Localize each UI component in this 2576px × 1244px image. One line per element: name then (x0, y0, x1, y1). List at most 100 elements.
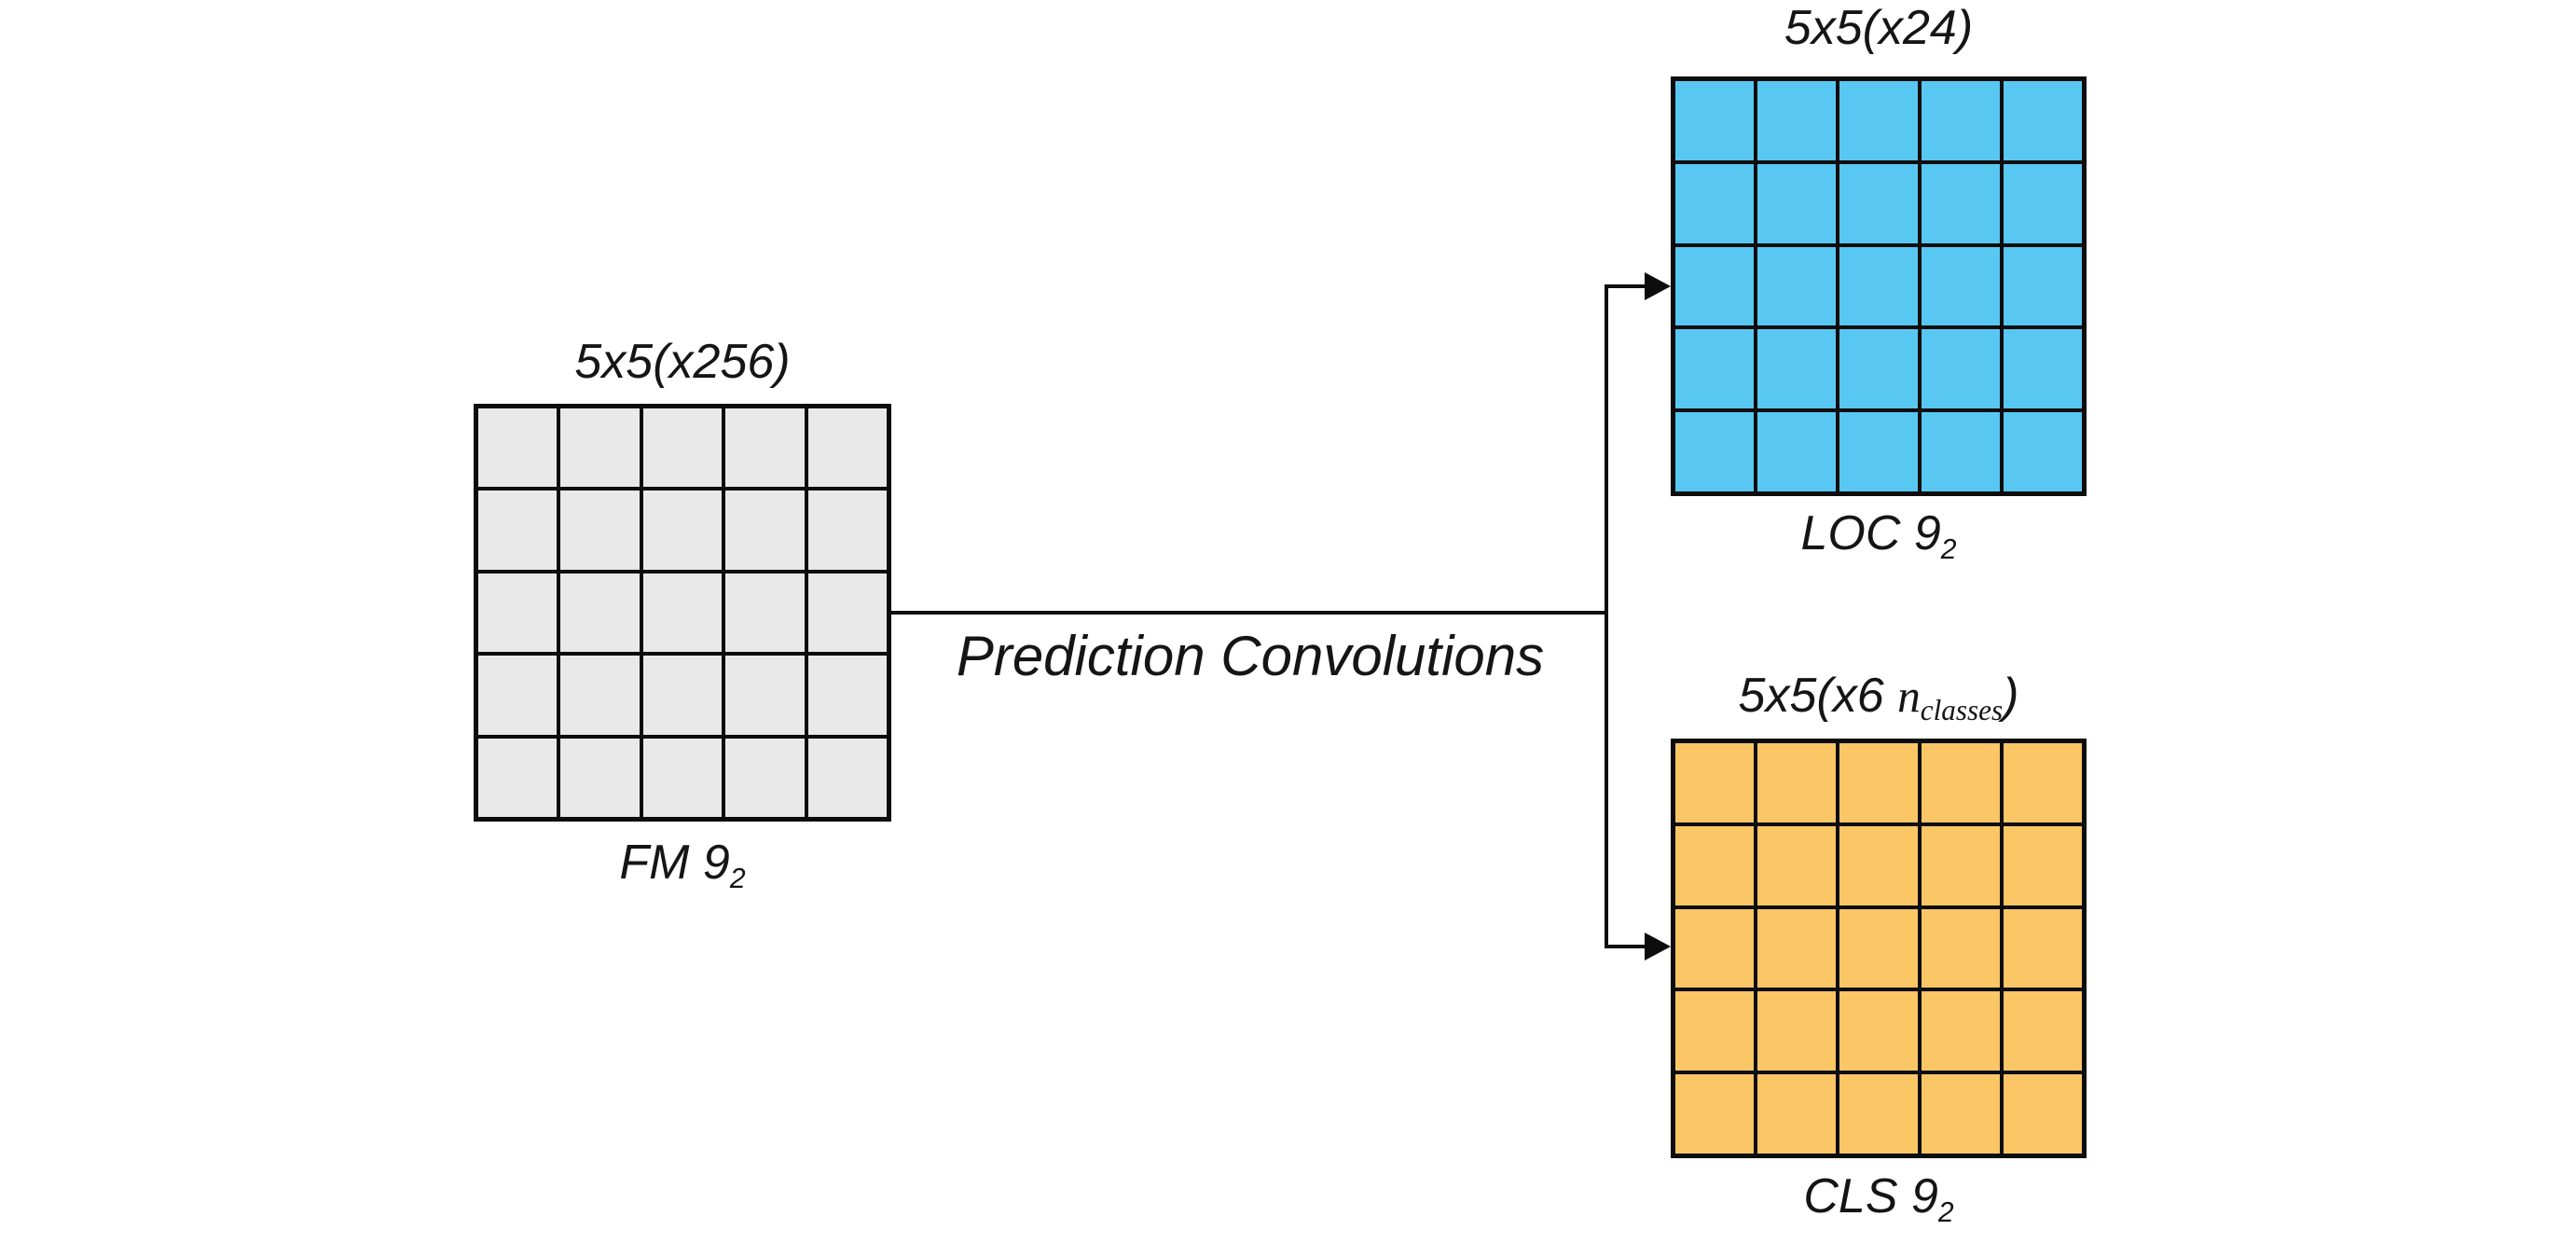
grid-cell (1920, 410, 2002, 493)
grid-cell (2002, 79, 2084, 162)
grid-cell (1838, 244, 1920, 328)
grid-cell (1920, 327, 2002, 411)
grid-cell (1838, 989, 1920, 1073)
grid-cell (1674, 906, 1756, 990)
grid-cell (558, 736, 641, 819)
cls-kernel-suffix: ) (2003, 669, 2019, 723)
grid-cell (1838, 1072, 1920, 1155)
grid-cell (641, 654, 724, 737)
grid-cell (1674, 244, 1756, 328)
grid-cell (1920, 161, 2002, 245)
loc-output-grid (1671, 76, 2087, 496)
grid-cell (1920, 244, 2002, 328)
grid-cell (806, 571, 889, 655)
grid-cell (641, 489, 724, 572)
grid-cell (1920, 989, 2002, 1073)
grid-cell (806, 654, 889, 737)
connector-branch-line (1605, 284, 1608, 948)
grid-cell (2002, 161, 2084, 245)
grid-cell (2002, 741, 2084, 824)
grid-cell (1756, 244, 1838, 328)
grid-cell (1674, 79, 1756, 162)
arrow-cls-icon (1645, 933, 1671, 961)
grid-cell (1756, 741, 1838, 824)
grid-cell (1838, 823, 1920, 907)
cls-name-label: CLS 92 (1671, 1169, 2087, 1227)
grid-cell (558, 407, 641, 490)
grid-cell (1920, 823, 2002, 907)
grid-cell (1756, 410, 1838, 493)
grid-cell (1674, 327, 1756, 411)
grid-cell (723, 654, 806, 737)
grid-cell (1838, 161, 1920, 245)
cls-kernel-nvar-subscript: classes (1920, 694, 2004, 727)
grid-cell (1838, 741, 1920, 824)
grid-cell (806, 407, 889, 490)
grid-cell (1756, 823, 1838, 907)
grid-cell (1920, 906, 2002, 990)
grid-cell (476, 407, 559, 490)
grid-cell (1674, 410, 1756, 493)
grid-cell (1674, 823, 1756, 907)
loc-name-text: LOC 9 (1800, 506, 1941, 560)
grid-cell (476, 736, 559, 819)
cls-name-subscript: 2 (1937, 1196, 1954, 1228)
loc-name-label: LOC 92 (1671, 506, 2087, 564)
grid-cell (1756, 161, 1838, 245)
grid-cell (476, 654, 559, 737)
loc-kernel-label: 5x5(x24) (1784, 1, 1974, 55)
grid-cell (1920, 79, 2002, 162)
grid-cell (1756, 1072, 1838, 1155)
loc-name-subscript: 2 (1940, 533, 1957, 565)
fm-name-label: FM 92 (474, 836, 891, 893)
grid-cell (1756, 327, 1838, 411)
grid-cell (1838, 906, 1920, 990)
connector-main-line (891, 611, 1606, 615)
grid-cell (2002, 244, 2084, 328)
grid-cell (2002, 1072, 2084, 1155)
grid-cell (1674, 161, 1756, 245)
grid-cell (476, 489, 559, 572)
grid-cell (558, 571, 641, 655)
grid-cell (2002, 989, 2084, 1073)
grid-cell (1756, 989, 1838, 1073)
grid-cell (558, 489, 641, 572)
fm-name-text: FM 9 (619, 836, 730, 890)
grid-cell (806, 736, 889, 819)
fm-name-subscript: 2 (729, 863, 746, 894)
connector-loc-branch (1605, 284, 1647, 288)
grid-cell (806, 489, 889, 572)
cls-kernel-nvar: n (1897, 670, 1921, 722)
grid-cell (641, 736, 724, 819)
cls-kernel-prefix: 5x5(x6 (1738, 669, 1898, 723)
grid-cell (1838, 79, 1920, 162)
diagram-title: Prediction Convolutions (956, 625, 1545, 687)
grid-cell (558, 654, 641, 737)
feature-map-grid (474, 404, 891, 822)
grid-cell (723, 407, 806, 490)
cls-kernel-label: 5x5(x6 nclasses) (1671, 669, 2087, 727)
grid-cell (2002, 906, 2084, 990)
grid-cell (1838, 327, 1920, 411)
cls-name-text: CLS 9 (1803, 1169, 1938, 1223)
grid-cell (723, 571, 806, 655)
grid-cell (1674, 1072, 1756, 1155)
grid-cell (1674, 989, 1756, 1073)
grid-cell (1920, 741, 2002, 824)
fm-kernel-label: 5x5(x256) (574, 335, 791, 389)
grid-cell (1838, 410, 1920, 493)
grid-cell (1920, 1072, 2002, 1155)
grid-cell (641, 407, 724, 490)
grid-cell (641, 571, 724, 655)
grid-cell (723, 736, 806, 819)
arrow-loc-icon (1645, 272, 1671, 300)
connector-cls-branch (1605, 945, 1647, 948)
grid-cell (1756, 79, 1838, 162)
grid-cell (2002, 410, 2084, 493)
grid-cell (723, 489, 806, 572)
grid-cell (2002, 823, 2084, 907)
grid-cell (476, 571, 559, 655)
grid-cell (1674, 741, 1756, 824)
cls-output-grid (1671, 739, 2087, 1158)
